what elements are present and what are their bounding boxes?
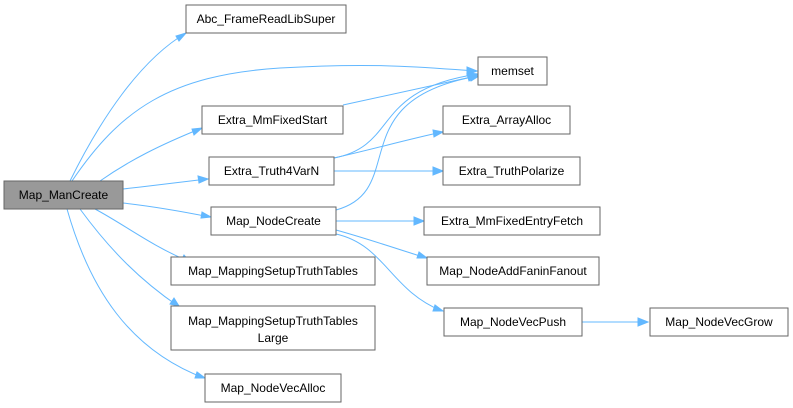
arrowhead-icon bbox=[432, 129, 445, 138]
edge-map-mancreate-to-map-mappingsetuptruthtableslarge bbox=[79, 208, 179, 307]
node-label: Map_ManCreate bbox=[19, 188, 109, 202]
node-label: Map_NodeVecPush bbox=[460, 315, 566, 329]
node-memset[interactable]: memset bbox=[477, 56, 548, 86]
arrowhead-icon bbox=[197, 175, 210, 184]
node-abc-framereadlibsuper[interactable]: Abc_FrameReadLibSuper bbox=[185, 4, 347, 34]
node-label: Extra_Truth4VarN bbox=[224, 164, 319, 178]
node-map-mappingsetuptruthtableslarge[interactable]: Map_MappingSetupTruthTables Large bbox=[170, 305, 376, 351]
edge-map-mancreate-to-abc-framereadlibsuper bbox=[69, 32, 187, 182]
node-map-nodeaddfaninfanout[interactable]: Map_NodeAddFaninFanout bbox=[426, 256, 600, 286]
edge-map-mancreate-to-extra-mmfixedstart bbox=[99, 127, 203, 182]
node-map-nodevecpush[interactable]: Map_NodeVecPush bbox=[443, 307, 583, 337]
node-map-mancreate[interactable]: Map_ManCreate bbox=[3, 180, 124, 210]
node-label: Map_NodeVecAlloc bbox=[221, 381, 326, 395]
node-label: Map_NodeCreate bbox=[226, 214, 321, 228]
node-map-nodevecgrow[interactable]: Map_NodeVecGrow bbox=[649, 307, 789, 337]
arrowhead-icon bbox=[191, 127, 204, 136]
node-label-line-1: Map_MappingSetupTruthTables bbox=[188, 314, 358, 328]
edge-extra-truth4varn-to-memset bbox=[333, 73, 479, 159]
node-map-nodevecalloc[interactable]: Map_NodeVecAlloc bbox=[204, 373, 342, 403]
arrowhead-icon bbox=[194, 371, 207, 379]
edge-extra-truth4varn-to-extra-arrayalloc bbox=[333, 131, 443, 159]
node-map-nodecreate[interactable]: Map_NodeCreate bbox=[210, 206, 337, 236]
node-extra-truthpolarize[interactable]: Extra_TruthPolarize bbox=[442, 156, 581, 186]
edges bbox=[66, 32, 650, 379]
node-label: Extra_MmFixedEntryFetch bbox=[441, 214, 583, 228]
edge-map-nodecreate-to-memset bbox=[335, 75, 479, 211]
edge-map-nodecreate-to-map-nodevecpush bbox=[335, 233, 443, 312]
edge-map-mancreate-to-map-nodevecalloc bbox=[66, 208, 205, 379]
edge-map-mancreate-to-map-mappingsetuptruthtables bbox=[94, 208, 191, 263]
node-label: Map_MappingSetupTruthTables bbox=[188, 264, 358, 278]
node-label: Extra_TruthPolarize bbox=[459, 164, 565, 178]
node-extra-truth4varn[interactable]: Extra_Truth4VarN bbox=[208, 156, 335, 186]
arrowhead-icon bbox=[468, 73, 481, 82]
node-label: Extra_ArrayAlloc bbox=[462, 113, 551, 127]
node-extra-mmfixedentryfetch[interactable]: Extra_MmFixedEntryFetch bbox=[423, 206, 601, 236]
node-label: memset bbox=[491, 64, 534, 78]
arrowhead-icon bbox=[169, 297, 181, 307]
edge-map-mancreate-to-map-nodecreate bbox=[122, 202, 211, 218]
node-extra-mmfixedstart[interactable]: Extra_MmFixedStart bbox=[201, 105, 344, 135]
edge-map-mancreate-to-extra-truth4varn bbox=[122, 178, 208, 190]
arrowhead-icon bbox=[413, 216, 426, 226]
arrowhead-icon bbox=[175, 32, 188, 42]
node-label: Map_NodeAddFaninFanout bbox=[439, 264, 587, 278]
node-label: Map_NodeVecGrow bbox=[665, 315, 773, 329]
node-map-mappingsetuptruthtables[interactable]: Map_MappingSetupTruthTables bbox=[170, 256, 376, 286]
node-label: Extra_MmFixedStart bbox=[218, 113, 328, 127]
arrowhead-icon bbox=[432, 166, 445, 176]
node-extra-arrayalloc[interactable]: Extra_ArrayAlloc bbox=[442, 105, 571, 135]
arrowhead-icon bbox=[637, 317, 650, 327]
arrowhead-icon bbox=[416, 251, 429, 259]
node-label: Abc_FrameReadLibSuper bbox=[197, 12, 336, 26]
edge-map-mancreate-to-memset bbox=[71, 64, 477, 182]
edge-map-nodecreate-to-map-nodeaddfaninfanout bbox=[335, 229, 427, 259]
node-label-line-2: Large bbox=[258, 331, 289, 345]
arrowhead-icon bbox=[432, 304, 445, 312]
arrowhead-icon bbox=[200, 211, 213, 219]
